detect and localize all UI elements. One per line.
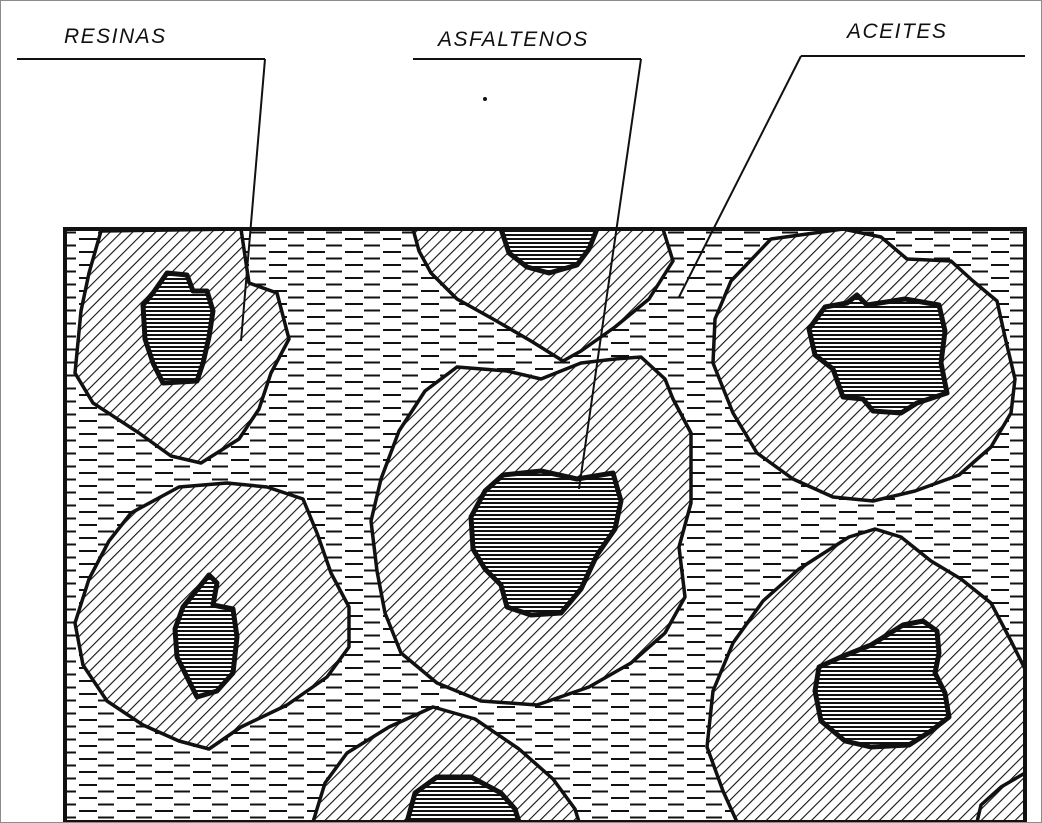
label-asfaltenos: ASFALTENOS [438, 29, 589, 50]
label-resinas: RESINAS [64, 26, 167, 47]
asfaltenos-core [143, 273, 213, 383]
label-aceites: ACEITES [847, 21, 947, 42]
stray-dot [483, 97, 487, 101]
